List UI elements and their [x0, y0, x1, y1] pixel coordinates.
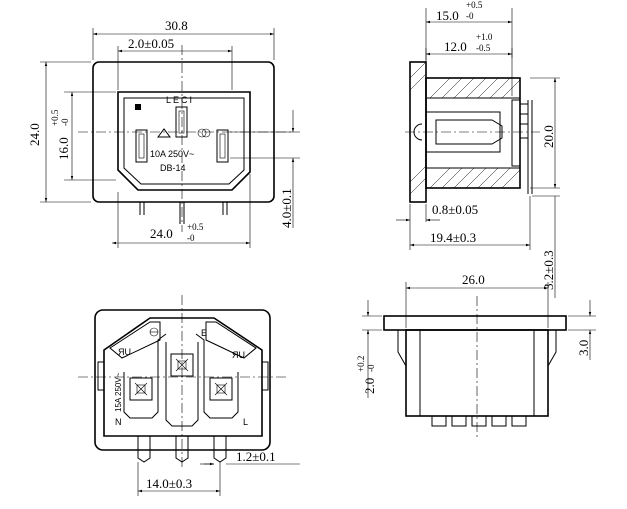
front-inner-width-sup: +0.5: [187, 222, 204, 232]
front-model-mark: DB-14: [160, 163, 186, 173]
front-inner-width-sub: -0: [187, 233, 195, 243]
hatch-top: [425, 77, 521, 99]
side-body-dim: 12.0: [444, 39, 467, 54]
bottom-gap-sub: -0: [366, 364, 376, 372]
rear-rating-mark: 15A 250V~: [114, 372, 123, 412]
bottom-gap-dim: 2.0: [362, 378, 377, 394]
front-width-dim: 30.8: [165, 18, 188, 33]
side-view: 15.0 +0.5 -0 12.0 +1.0 -0.5 20.0 0.8±0.0…: [396, 0, 560, 298]
rear-spacing-dim: 14.0±0.3: [146, 476, 192, 491]
side-overall-dim: 19.4±0.3: [430, 230, 476, 245]
side-length-sup: +0.5: [466, 0, 483, 10]
bottom-flange-dim: 3.0: [576, 340, 591, 356]
front-pin-dim: 4.0±0.1: [279, 188, 294, 228]
front-inner-height-sub: -0: [60, 118, 70, 126]
front-rating-mark: 10A 250V~: [150, 149, 194, 159]
bottom-view: 26.0 3.0 2.0 +0.2 -0: [356, 272, 596, 440]
side-body-sup: +1.0: [476, 32, 493, 42]
hatch-flange: [409, 61, 427, 195]
hatch-bottom: [425, 167, 521, 189]
logo-mark-icon: [135, 104, 141, 110]
cert-circle-icon: [197, 128, 207, 138]
front-inner-width-dim: 24.0: [150, 226, 173, 241]
front-inner-height-dim: 16.0: [56, 137, 71, 160]
side-offset-dim: 3.2±0.3: [541, 250, 556, 290]
rear-label-l: L: [243, 417, 248, 427]
ul-mark-left-icon: ЯU: [118, 347, 131, 357]
front-pitch-dim: 2.0±0.05: [128, 36, 174, 51]
front-view: LECI 10A 250V~ DB-14 30.8 2.0±0.05 24.0 …: [27, 18, 300, 248]
rear-pin-width-dim: 1.2±0.1: [236, 449, 276, 464]
bottom-gap-sup: +0.2: [356, 356, 366, 372]
side-panel-dim: 0.8±0.05: [432, 202, 478, 217]
rear-label-e: E: [201, 328, 207, 338]
ul-mark-right-icon: ЯU: [232, 350, 245, 360]
side-length-dim: 15.0: [436, 8, 459, 23]
side-body-sub: -0.5: [476, 43, 491, 53]
front-inner-height-sup: +0.5: [50, 109, 60, 126]
side-length-sub: -0: [466, 11, 474, 21]
side-height-dim: 20.0: [541, 125, 556, 148]
earth-triangle-icon: [157, 128, 171, 138]
bottom-width-dim: 26.0: [462, 272, 485, 287]
rear-view: E N L 15A 250V~ ЯU ЯU 1.2±0.1 14.0±0.3: [78, 295, 300, 496]
front-height-dim: 24.0: [27, 123, 42, 146]
rear-label-n: N: [115, 417, 122, 427]
front-brand-mark: LECI: [166, 95, 194, 105]
